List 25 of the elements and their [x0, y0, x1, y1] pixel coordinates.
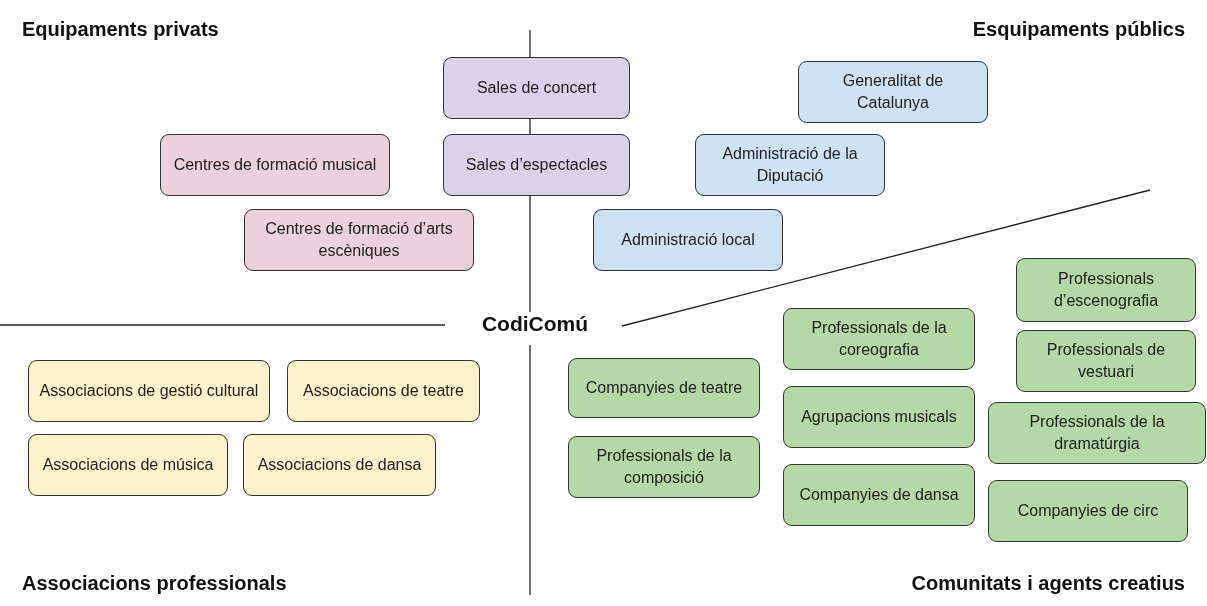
- category-box: Sales d’espectacles: [443, 134, 630, 196]
- category-box: Companyies de dansa: [783, 464, 975, 526]
- category-box: Companyies de teatre: [568, 358, 760, 418]
- quadrant-title: Esquipaments públics: [972, 18, 1185, 41]
- category-box: Professionals d’escenografia: [1016, 258, 1196, 322]
- category-box: Agrupacions musicals: [783, 386, 975, 448]
- category-box: Companyies de circ: [988, 480, 1188, 542]
- category-box: Administració de la Diputació: [695, 134, 885, 196]
- category-box: Professionals de la dramatúrgia: [988, 402, 1206, 464]
- category-box: Professionals de la coreografia: [783, 308, 975, 370]
- category-box: Associacions de teatre: [287, 360, 480, 422]
- category-box: Professionals de vestuari: [1016, 330, 1196, 392]
- category-box: Associacions de gestió cultural: [28, 360, 270, 422]
- center-title: CodiComú: [481, 312, 589, 336]
- quadrant-title: Equipaments privats: [22, 18, 219, 41]
- category-box: Sales de concert: [443, 57, 630, 119]
- category-box: Associacions de música: [28, 434, 228, 496]
- category-box: Administració local: [593, 209, 783, 271]
- category-box: Professionals de la composició: [568, 436, 760, 498]
- category-box: Associacions de dansa: [243, 434, 436, 496]
- category-box: Centres de formació d’arts escèniques: [244, 209, 474, 271]
- quadrant-title: Associacions professionals: [22, 572, 287, 595]
- category-box: Centres de formació musical: [160, 134, 390, 196]
- quadrant-title: Comunitats i agents creatius: [911, 572, 1185, 595]
- category-box: Generalitat de Catalunya: [798, 61, 988, 123]
